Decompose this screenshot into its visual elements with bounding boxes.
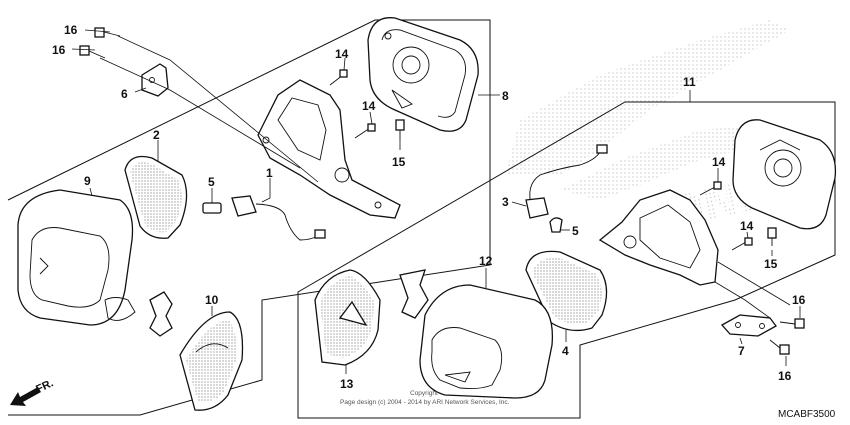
callout-4: 4: [562, 344, 569, 358]
callout-15: 15: [392, 155, 406, 169]
callout-14: 14: [335, 47, 349, 61]
copyright-line-2: Page design (c) 2004 - 2014 by ARI Netwo…: [340, 399, 510, 406]
screw-14-upper-left: [329, 69, 348, 86]
callout-9: 9: [84, 174, 91, 188]
callout-1: 1: [266, 166, 273, 180]
direction-label: FR.: [34, 377, 55, 395]
arrow-down-left-icon: [10, 387, 41, 406]
callout-11: 11: [683, 75, 696, 89]
mirror-housing-12: [419, 284, 554, 399]
bolt-16-right-lower: [769, 339, 790, 355]
bolt-16-right-upper: [779, 318, 805, 329]
mirror-housing-9: [17, 189, 136, 326]
mirror-bracket-right: [598, 189, 719, 286]
callout-5: 5: [572, 224, 579, 238]
callouts: 16 16 6 14 14 15 8 2 5 1 9 10 11 14 14 1…: [52, 23, 806, 391]
clip-left: [149, 291, 173, 337]
harness-3-right: [525, 144, 608, 219]
cover-13: [314, 269, 381, 366]
callout-2: 2: [153, 128, 160, 142]
bolt-16-lower: [79, 45, 106, 59]
stay-plate-6: [141, 63, 169, 97]
leader-lines: [71, 29, 801, 374]
callout-13: 13: [340, 377, 354, 391]
mirror-back-right: [732, 119, 837, 230]
callout-14: 14: [740, 219, 754, 233]
callout-10: 10: [205, 293, 219, 307]
callout-15: 15: [764, 257, 778, 271]
turn-signal-lens-left: [124, 155, 188, 239]
callout-5: 5: [208, 175, 215, 189]
callout-7: 7: [738, 344, 745, 358]
callout-12: 12: [479, 254, 493, 268]
cover-10: [179, 311, 244, 411]
clip-right: [399, 269, 429, 319]
callout-6: 6: [121, 87, 128, 101]
screw-14-lower-right: [731, 237, 753, 251]
stay-plate-7: [720, 314, 777, 337]
frame-right-assembly: [297, 101, 836, 419]
screw-15-right: [767, 227, 777, 246]
callout-14: 14: [712, 155, 726, 169]
callout-16: 16: [792, 293, 806, 307]
callout-16: 16: [52, 43, 66, 57]
mirror-bracket-left: [257, 79, 401, 219]
callout-3: 3: [502, 195, 509, 209]
copyright-line-1: Copyright: [410, 390, 438, 397]
harness-1-left: [231, 195, 326, 241]
front-direction-indicator: FR.: [10, 377, 55, 406]
callout-16: 16: [778, 369, 792, 383]
screw-14-upper-right: [699, 181, 722, 196]
screw-15-left: [395, 119, 405, 140]
callout-16: 16: [64, 23, 78, 37]
bulb-5-left: [202, 202, 222, 214]
screw-14-lower-left: [354, 123, 376, 139]
callout-8: 8: [502, 89, 509, 103]
diagram-code: MCABF3500: [778, 409, 836, 420]
bolt-16-upper: [94, 27, 121, 38]
mirror-back-left: [367, 17, 479, 132]
callout-14: 14: [362, 99, 376, 113]
